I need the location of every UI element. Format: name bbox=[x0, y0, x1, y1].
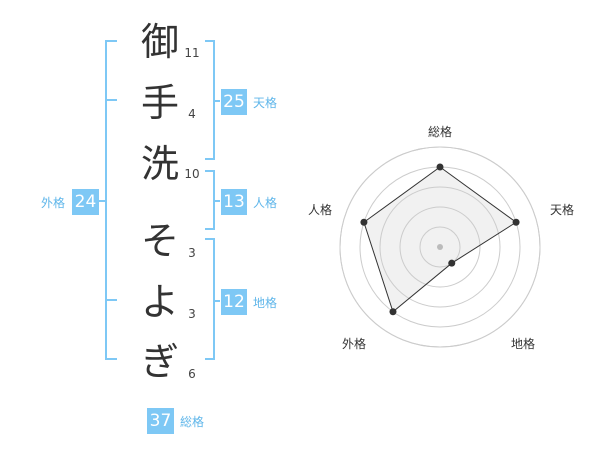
name-char-6: ぎ bbox=[140, 340, 179, 384]
radar-center-dot bbox=[437, 244, 443, 250]
radar-point-2 bbox=[512, 218, 520, 226]
radar-label-chikaku: 地格 bbox=[511, 337, 536, 351]
gaikaku-value: 24 bbox=[72, 189, 99, 215]
stroke-count-6: 6 bbox=[188, 367, 196, 381]
name-char-4: そ bbox=[140, 219, 179, 263]
name-char-2: 手 bbox=[140, 81, 179, 125]
jinkaku-label: 人格 bbox=[253, 196, 278, 210]
stroke-count-3: 10 bbox=[184, 167, 200, 181]
name-char-3: 洗 bbox=[140, 142, 179, 186]
radar-ring-5 bbox=[339, 146, 541, 348]
chikaku-value: 12 bbox=[221, 289, 247, 315]
chikaku-label: 地格 bbox=[253, 296, 278, 310]
radar-ring-3 bbox=[379, 186, 501, 308]
radar-point-4 bbox=[389, 308, 397, 316]
name-char-5: よ bbox=[140, 280, 179, 324]
radar-ring-1 bbox=[419, 226, 461, 268]
radar-ring-2 bbox=[399, 206, 481, 288]
radar-point-5 bbox=[360, 218, 368, 226]
tenkaku-label: 天格 bbox=[253, 96, 278, 110]
radar-label-gaikaku: 外格 bbox=[342, 337, 367, 351]
radar-label-soukaku: 総格 bbox=[428, 125, 453, 139]
soukaku-label: 総格 bbox=[180, 415, 205, 429]
tenkaku-value: 25 bbox=[221, 89, 247, 115]
stroke-count-4: 3 bbox=[188, 246, 196, 260]
gaikaku-label: 外格 bbox=[41, 196, 66, 210]
radar-point-3 bbox=[448, 259, 456, 267]
radar-label-tenkaku: 天格 bbox=[550, 203, 575, 217]
stroke-count-1: 11 bbox=[184, 46, 200, 60]
radar-label-jinkaku: 人格 bbox=[308, 203, 333, 217]
radar-area bbox=[363, 167, 517, 312]
soukaku-value: 37 bbox=[147, 408, 174, 434]
radar-point-1 bbox=[436, 163, 444, 171]
jinkaku-value: 13 bbox=[221, 189, 247, 215]
name-char-1: 御 bbox=[140, 20, 179, 64]
stroke-count-2: 4 bbox=[188, 107, 196, 121]
radar-outline bbox=[363, 166, 517, 313]
stroke-count-5: 3 bbox=[188, 307, 196, 321]
